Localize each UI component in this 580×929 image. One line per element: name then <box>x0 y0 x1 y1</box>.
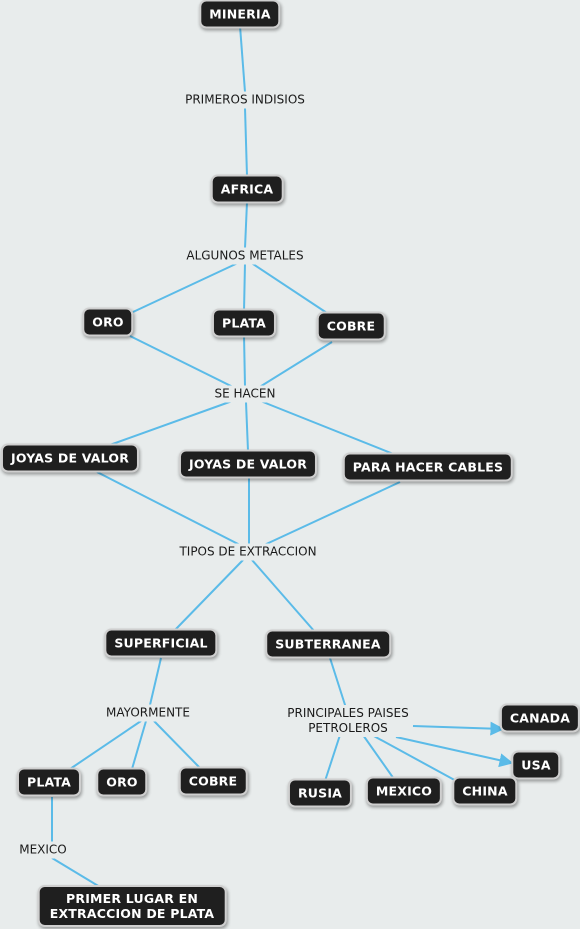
connector-line <box>96 471 243 547</box>
concept-canada[interactable]: CANADA <box>499 703 580 733</box>
connector-line <box>251 559 316 633</box>
concept-joyas-de-valor-1[interactable]: JOYAS DE VALOR <box>0 443 140 473</box>
connector-line <box>244 201 248 249</box>
link-primeros-indisios: PRIMEROS INDISIOS <box>183 91 307 109</box>
connector-line <box>239 25 246 93</box>
concept-rusia[interactable]: RUSIA <box>287 778 353 808</box>
connector-line <box>132 261 241 313</box>
connector-line <box>243 334 246 387</box>
connector-line <box>174 559 244 631</box>
concept-oro-2[interactable]: ORO <box>96 767 148 797</box>
concept-mexico[interactable]: MEXICO <box>365 776 443 806</box>
arrow-connector <box>412 721 505 736</box>
connector-line <box>371 734 461 784</box>
concept-subterranea[interactable]: SUBTERRANEA <box>265 629 391 659</box>
connector-line <box>244 107 248 177</box>
connector-line <box>249 261 331 316</box>
concept-china[interactable]: CHINA <box>452 776 518 806</box>
connector-line <box>261 481 401 547</box>
connector-line <box>149 657 162 706</box>
connector-line <box>153 720 201 769</box>
connector-line <box>129 335 236 389</box>
connector-line <box>318 736 328 744</box>
connector-line <box>257 341 333 389</box>
concept-plata-2[interactable]: PLATA <box>16 767 82 797</box>
connector-line <box>69 720 142 770</box>
concept-joyas-de-valor-2[interactable]: JOYAS DE VALOR <box>178 449 318 479</box>
concept-primer-lugar[interactable]: PRIMER LUGAR EN EXTRACCION DE PLATA <box>37 885 227 927</box>
link-se-hacen: SE HACEN <box>212 385 278 403</box>
concept-plata[interactable]: PLATA <box>211 308 277 338</box>
connector-line <box>324 734 341 782</box>
concept-usa[interactable]: USA <box>511 750 561 780</box>
connector-line <box>106 399 236 447</box>
connector-line <box>245 401 249 452</box>
link-mexico: MEXICO <box>17 841 69 859</box>
connector-line <box>362 734 395 780</box>
link-principales-paises-petroleros: PRINCIPALES PAISES PETROLEROS <box>285 705 411 737</box>
concept-oro[interactable]: ORO <box>82 307 134 337</box>
concept-mineria[interactable]: MINERIA <box>199 0 281 29</box>
concept-africa[interactable]: AFRICA <box>210 174 284 204</box>
link-tipos-de-extraccion: TIPOS DE EXTRACCION <box>177 543 319 561</box>
connector-line <box>243 262 246 312</box>
link-algunos-metales: ALGUNOS METALES <box>184 247 306 265</box>
arrow-connector <box>395 736 514 768</box>
connector-line <box>257 399 397 456</box>
link-mayormente: MAYORMENTE <box>104 704 192 722</box>
connector-line <box>131 720 147 770</box>
concept-superficial[interactable]: SUPERFICIAL <box>104 628 218 658</box>
concept-para-hacer-cables[interactable]: PARA HACER CABLES <box>342 452 514 482</box>
connector-line <box>329 657 347 709</box>
concept-cobre[interactable]: COBRE <box>316 311 386 341</box>
connector-line <box>51 857 101 888</box>
concept-cobre-2[interactable]: COBRE <box>178 766 248 796</box>
